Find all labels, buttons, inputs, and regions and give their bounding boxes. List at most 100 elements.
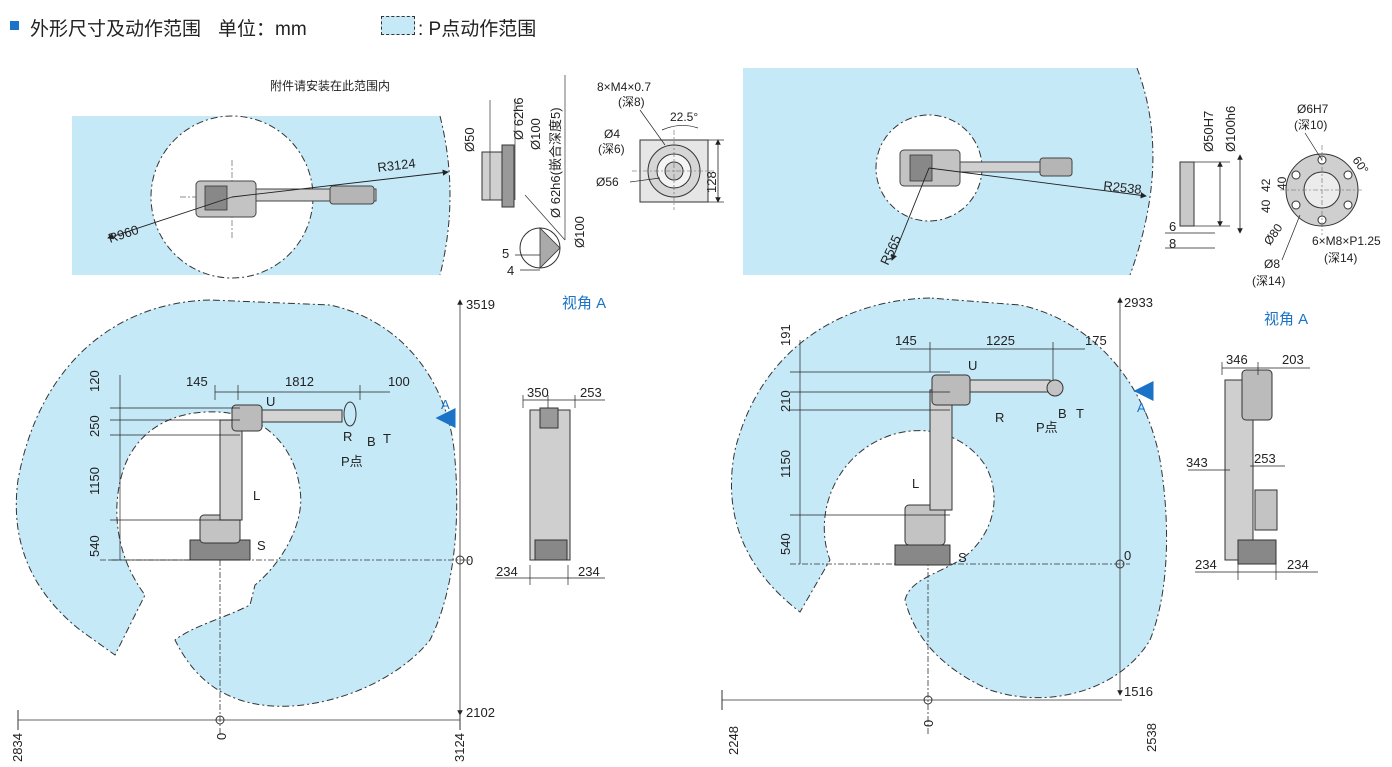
left-d50: Ø50 [462, 127, 477, 152]
left-axis-b: B [367, 434, 376, 449]
right-d540: 540 [778, 533, 793, 555]
right-d40a: 40 [1275, 176, 1289, 190]
right-axis-l: L [912, 476, 919, 491]
legend-label: : P点动作范围 [418, 19, 537, 40]
right-d8-depth: (深14) [1252, 274, 1285, 288]
left-view-label: 视角 A [562, 295, 606, 312]
right-axis-b: B [1058, 406, 1067, 421]
right-side-range-area [731, 297, 1168, 699]
left-top-view: R3124 R960 附件请安装在此范围内 [72, 78, 451, 279]
right-view-label: 视角 A [1264, 311, 1308, 328]
right-dim6: 6 [1169, 219, 1176, 234]
right-d175: 175 [1085, 333, 1107, 348]
page-header: 外形尺寸及动作范围 单位：mm : P点动作范围 [0, 0, 1392, 52]
left-robot-side-icon [189, 401, 357, 561]
left-pin: Ø4 [604, 127, 620, 141]
legend-swatch-icon [381, 16, 415, 35]
right-d1225: 1225 [986, 333, 1015, 348]
left-side-top: 3519 [466, 297, 495, 312]
left-attachment-note: 附件请安装在此范围内 [270, 78, 390, 93]
right-d42: 42 [1259, 178, 1273, 192]
right-pin-depth: (深10) [1294, 118, 1327, 132]
right-d191: 191 [778, 324, 793, 346]
right-axis-u: U [968, 358, 977, 373]
left-d1812: 1812 [285, 374, 314, 389]
bullet-icon [10, 21, 19, 30]
left-d540: 540 [87, 535, 102, 557]
right-tap-depth: (深14) [1324, 251, 1357, 265]
left-dim5: 5 [502, 246, 509, 261]
left-d120: 120 [87, 370, 102, 392]
left-d62h6: Ø 62h6 [511, 97, 526, 140]
left-axis-t: T [383, 431, 391, 446]
right-front-view: 346 203 343 253 234 234 [1186, 352, 1318, 580]
right-front-b234b: 234 [1287, 557, 1309, 572]
right-side-zero-v: 0 [1124, 548, 1131, 563]
left-d1150: 1150 [87, 467, 102, 495]
left-front-b234a: 234 [496, 564, 518, 579]
right-tap: 6×M8×P1.25 [1312, 234, 1381, 248]
unit-label: 单位：mm [218, 19, 307, 40]
right-r-outer: R2538 [1103, 178, 1143, 197]
left-p-point: P点 [341, 454, 363, 469]
left-front-w253: 253 [580, 385, 602, 400]
left-side-right: 3124 [452, 733, 467, 762]
right-front-w253: 253 [1254, 451, 1276, 466]
right-side-top: 2933 [1124, 295, 1153, 310]
left-angle: 22.5° [670, 110, 698, 124]
left-d250: 250 [87, 415, 102, 437]
left-d128: 128 [704, 171, 719, 193]
left-d100: Ø100 [528, 118, 543, 150]
left-side-bottom: 2102 [466, 705, 495, 720]
right-axis-t: T [1076, 406, 1084, 421]
left-pin-depth: (深6) [598, 142, 625, 156]
right-front-w203: 203 [1282, 352, 1304, 367]
right-d210: 210 [778, 390, 793, 412]
left-front-view: 350 253 234 234 [495, 385, 605, 585]
left-d62h6-depth: Ø 62h6(嵌合深度5) [548, 107, 563, 218]
right-d50h7: Ø50H7 [1201, 111, 1216, 152]
left-side-view: 3519 2102 0 0 2834 3124 120 250 1150 540… [10, 297, 495, 762]
left-dim4: 4 [507, 263, 514, 278]
right-axis-r: R [995, 410, 1004, 425]
left-front-w350: 350 [527, 385, 549, 400]
right-front-w343: 343 [1186, 455, 1208, 470]
left-axis-s: S [257, 538, 266, 553]
right-d145: 145 [895, 333, 917, 348]
right-flange-face: Ø6H7 (深10) 60° 40 42 40 Ø80 6×M8×P1.25 (… [1252, 102, 1381, 288]
right-d40b: 40 [1259, 199, 1273, 213]
left-front-b234b: 234 [578, 564, 600, 579]
left-r-outer: R3124 [377, 155, 417, 175]
left-side-zero-v: 0 [466, 553, 473, 568]
left-axis-u: U [266, 394, 275, 409]
left-d100b: Ø100 [572, 216, 587, 248]
right-top-view: R2538 R565 [743, 67, 1154, 276]
left-d56: Ø56 [596, 175, 619, 189]
right-front-b234a: 234 [1195, 557, 1217, 572]
right-front-w346: 346 [1226, 352, 1248, 367]
left-tap-depth: (深8) [618, 95, 645, 109]
right-d1150: 1150 [778, 450, 793, 478]
right-side-view: 2933 1516 0 0 2248 2538 191 210 1150 540… [721, 295, 1168, 755]
left-d145: 145 [186, 374, 208, 389]
left-axis-l: L [253, 488, 260, 503]
right-dim8: 8 [1169, 236, 1176, 251]
left-d100: 100 [388, 374, 410, 389]
right-arrow-a: A [1137, 400, 1146, 415]
page-title: 外形尺寸及动作范围 [30, 19, 202, 40]
right-side-left: 2248 [726, 726, 741, 755]
right-d8: Ø8 [1264, 257, 1280, 271]
left-tap: 8×M4×0.7 [597, 80, 651, 94]
right-pin: Ø6H7 [1297, 102, 1329, 116]
right-p-point: P点 [1036, 420, 1058, 435]
left-axis-r: R [343, 429, 352, 444]
right-side-right: 2538 [1144, 723, 1159, 752]
right-axis-s: S [958, 550, 967, 565]
left-flange-section: Ø50 Ø 62h6 Ø100 Ø 62h6(嵌合深度5) Ø100 5 4 [462, 75, 587, 278]
left-side-zero-h: 0 [214, 733, 229, 740]
right-d100h6: Ø100h6 [1223, 106, 1238, 152]
left-flange-face: 128 8×M4×0.7 (深8) Ø4 (深6) 22.5° Ø56 [596, 80, 724, 210]
left-side-range-area [15, 299, 458, 707]
right-side-zero-h: 0 [921, 720, 936, 727]
